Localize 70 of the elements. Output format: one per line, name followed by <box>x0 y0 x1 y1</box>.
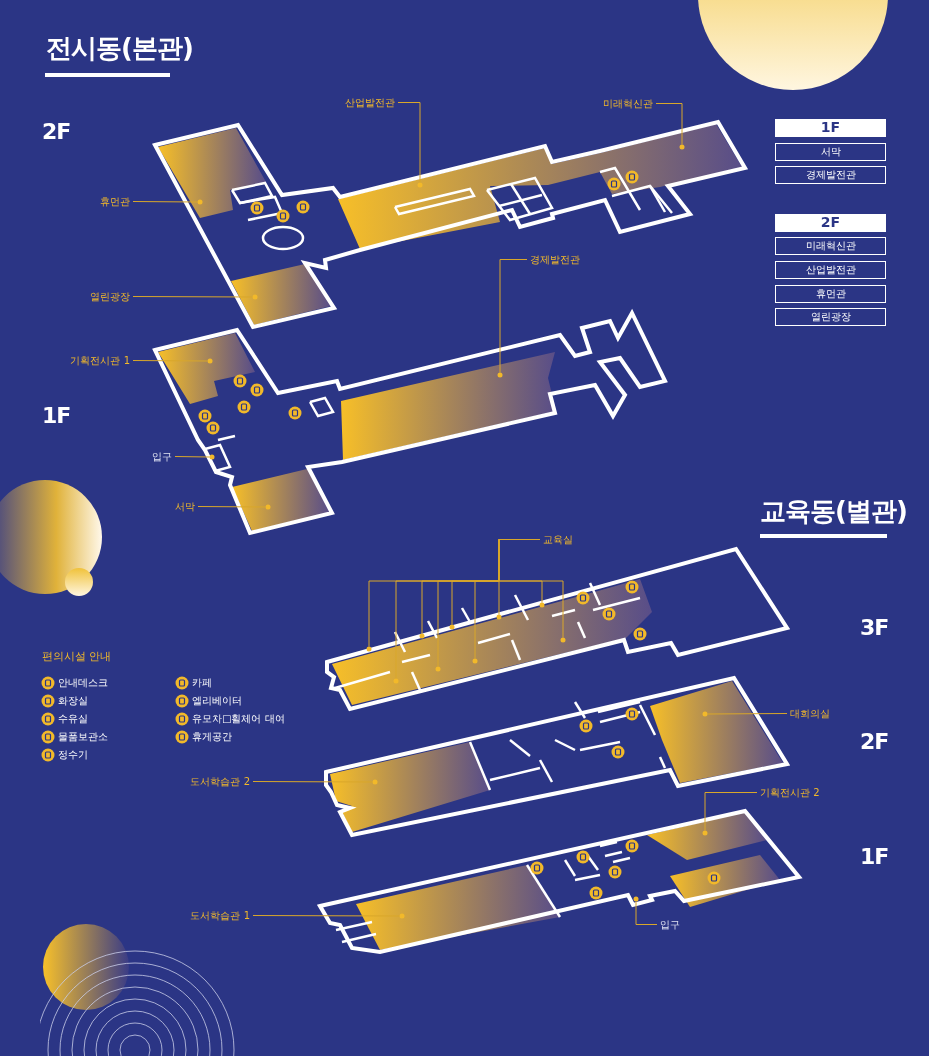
leader-dot <box>435 666 441 672</box>
building-title: 전시동(본관) <box>46 34 193 63</box>
leader-dot <box>419 633 425 639</box>
room-label: 도서학습관 1 <box>190 910 250 921</box>
leader-dot <box>417 182 423 188</box>
leader-line <box>397 102 421 183</box>
room-label: 입구 <box>660 919 680 930</box>
leader-dot <box>252 294 258 300</box>
floor-list-box: 휴먼관 <box>775 285 886 303</box>
legend-label: 정수기 <box>58 749 88 760</box>
room-label: 교육실 <box>543 534 573 545</box>
legend-label: 안내데스크 <box>58 677 108 688</box>
leader-line <box>252 915 400 917</box>
floor-list-box: 미래혁신관 <box>775 237 886 255</box>
room-label: 열린광장 <box>90 291 130 302</box>
legend-label: 수유실 <box>58 713 88 724</box>
leader-dot <box>265 504 271 510</box>
floor-label: 1F <box>42 404 71 429</box>
leader-line <box>197 506 266 508</box>
leader-line <box>707 713 788 715</box>
leader-dot <box>679 144 685 150</box>
leader-dot <box>539 602 545 608</box>
floor-list-box: 열린광장 <box>775 308 886 326</box>
floor-label: 3F <box>860 616 889 641</box>
legend-title: 편의시설 안내 <box>42 651 112 664</box>
floor-list-box: 경제발전관 <box>775 166 886 184</box>
leader-line <box>252 781 373 783</box>
leader-dot <box>560 637 566 643</box>
legend-label: 화장실 <box>58 695 88 706</box>
room-label: 입구 <box>152 451 172 462</box>
floor-list-box: 산업발전관 <box>775 261 886 279</box>
legend-label: 물품보관소 <box>58 731 108 742</box>
leader-line <box>635 901 658 925</box>
legend-label: 휴게공간 <box>192 731 232 742</box>
floor-label: 2F <box>42 120 71 145</box>
floor-header-box: 1F <box>775 119 886 137</box>
leader-dot <box>496 614 502 620</box>
leader-dot <box>633 896 639 902</box>
legend-label: 엘리베이터 <box>192 695 242 706</box>
room-label: 대회의실 <box>790 708 830 719</box>
leader-line <box>132 360 208 362</box>
leader-dot <box>207 358 213 364</box>
leader-dot <box>399 913 405 919</box>
leader-dot <box>702 711 708 717</box>
leader-line <box>499 259 528 373</box>
room-label: 경제발전관 <box>530 254 580 265</box>
legend-label: 유모차□휠체어 대여 <box>192 713 285 724</box>
room-label: 서막 <box>175 501 195 512</box>
room-label: 휴먼관 <box>100 196 130 207</box>
room-label: 기획전시관 1 <box>70 355 130 366</box>
room-label: 도서학습관 2 <box>190 776 250 787</box>
leader-dot <box>472 658 478 664</box>
room-label: 기획전시관 2 <box>760 787 820 798</box>
floor-label: 2F <box>860 730 889 755</box>
leader-dot <box>209 454 215 460</box>
leader-dot <box>393 678 399 684</box>
building-title: 교육동(별관) <box>760 497 907 526</box>
leader-dot <box>197 199 203 205</box>
leader-dot <box>449 624 455 630</box>
leader-dot <box>497 372 503 378</box>
floor-label: 1F <box>860 845 889 870</box>
leader-dot <box>372 779 378 785</box>
leader-dot <box>366 646 372 652</box>
leader-line <box>174 456 210 458</box>
room-label: 산업발전관 <box>345 97 395 108</box>
room-label: 미래혁신관 <box>603 98 653 109</box>
floor-list-box: 서막 <box>775 143 886 161</box>
floor-header-box: 2F <box>775 214 886 232</box>
legend-label: 카페 <box>192 677 212 688</box>
leader-dot <box>702 830 708 836</box>
